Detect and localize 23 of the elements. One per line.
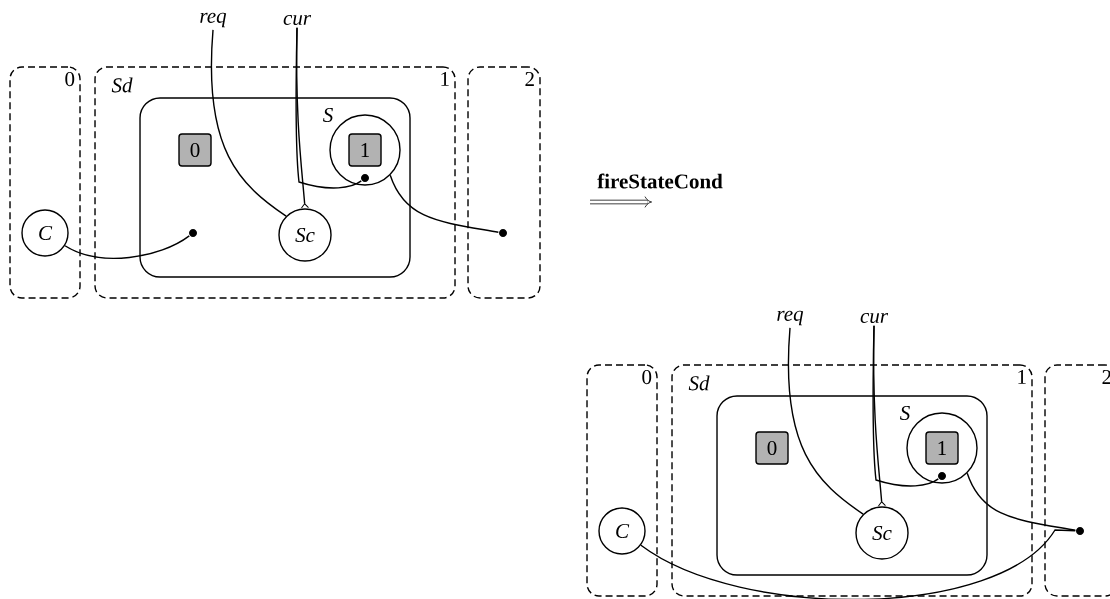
node-label: Sd <box>688 375 710 391</box>
link-line <box>389 174 500 233</box>
link-name: cur <box>860 312 889 324</box>
link-line <box>210 29 287 217</box>
rewrite-label: fireStateCond <box>597 173 723 189</box>
region-box: 2 <box>1044 364 1110 597</box>
link-line <box>787 327 864 515</box>
link-name: req <box>200 12 227 28</box>
link-line <box>640 529 1076 599</box>
link-name: cur <box>283 14 312 26</box>
region-box: 2 <box>467 66 541 299</box>
node-label: S <box>900 405 910 421</box>
node-label: S <box>323 107 333 123</box>
link-name: req <box>777 310 804 326</box>
site-box: 1 <box>348 133 382 167</box>
link-line <box>295 27 362 189</box>
site-box: 1 <box>925 431 959 465</box>
link-line <box>966 472 1077 531</box>
link-line <box>64 235 190 259</box>
site-box: 0 <box>755 431 789 465</box>
node-label: Sd <box>111 77 133 93</box>
link-line <box>872 325 939 487</box>
site-box: 0 <box>178 133 212 167</box>
